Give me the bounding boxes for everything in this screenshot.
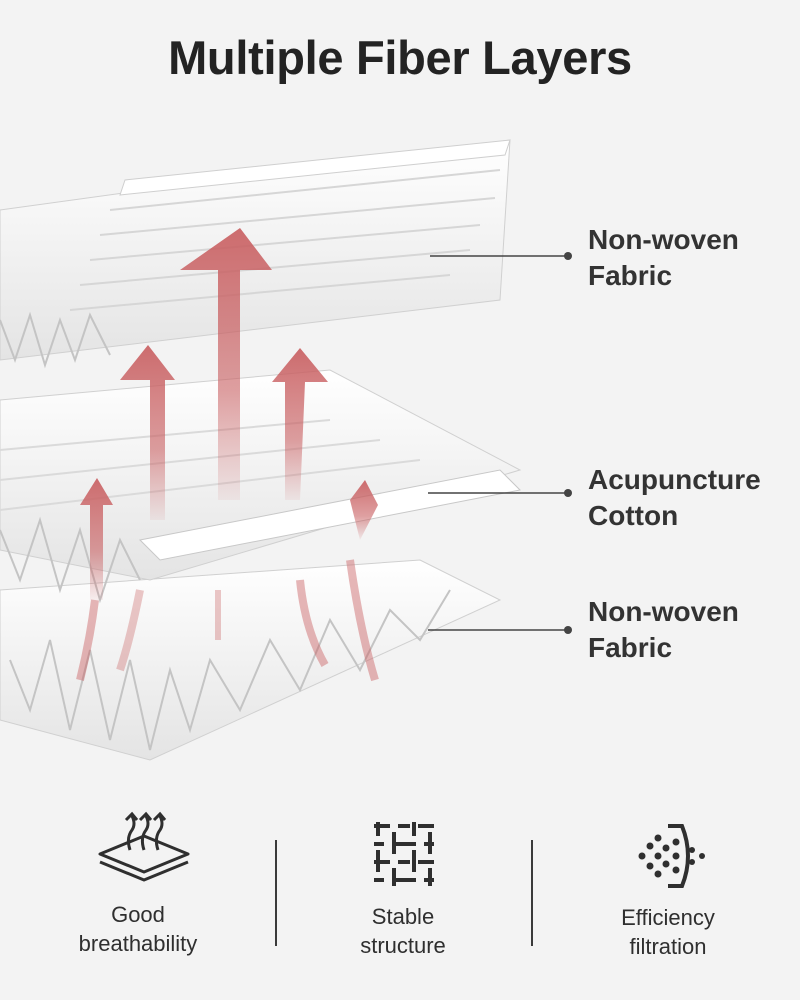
middle-cotton-layer bbox=[0, 369, 522, 604]
feature-filtration-line2: filtration bbox=[629, 934, 707, 959]
feature-structure-line1: Stable bbox=[371, 904, 435, 929]
callout-bottom-layer: Non-woven Fabric bbox=[588, 594, 739, 666]
feature-breathability-line2: breathability bbox=[78, 931, 198, 956]
callout-bottom-line1: Non-woven bbox=[588, 596, 739, 627]
breathability-layers-icon bbox=[98, 811, 190, 882]
callout-middle-line2: Cotton bbox=[588, 500, 679, 531]
callout-bottom-line2: Fabric bbox=[588, 632, 673, 663]
leader-lines bbox=[428, 252, 572, 634]
stable-structure-grid-icon bbox=[374, 822, 434, 886]
callout-top-line2: Fabric bbox=[588, 260, 673, 291]
callout-top-layer: Non-woven Fabric bbox=[588, 222, 739, 294]
feature-divider bbox=[531, 840, 533, 946]
feature-filtration-label: Efficiency filtration bbox=[558, 903, 778, 961]
airflow-arrows bbox=[76, 228, 379, 682]
feature-divider bbox=[275, 840, 277, 946]
fiber-layers-illustration bbox=[0, 139, 572, 761]
feature-structure-label: Stable structure bbox=[293, 902, 513, 960]
callout-top-line1: Non-woven bbox=[588, 224, 739, 255]
feature-breathability-line1: Good bbox=[111, 902, 165, 927]
feature-structure-line2: structure bbox=[360, 933, 446, 958]
filtration-particles-icon bbox=[638, 824, 705, 888]
callout-middle-layer: Acupuncture Cotton bbox=[588, 462, 761, 534]
callout-middle-line1: Acupuncture bbox=[588, 464, 761, 495]
feature-breathability-label: Good breathability bbox=[28, 900, 248, 958]
feature-filtration-line1: Efficiency bbox=[621, 905, 715, 930]
bottom-nonwoven-layer bbox=[0, 559, 502, 761]
page-title: Multiple Fiber Layers bbox=[168, 31, 632, 84]
